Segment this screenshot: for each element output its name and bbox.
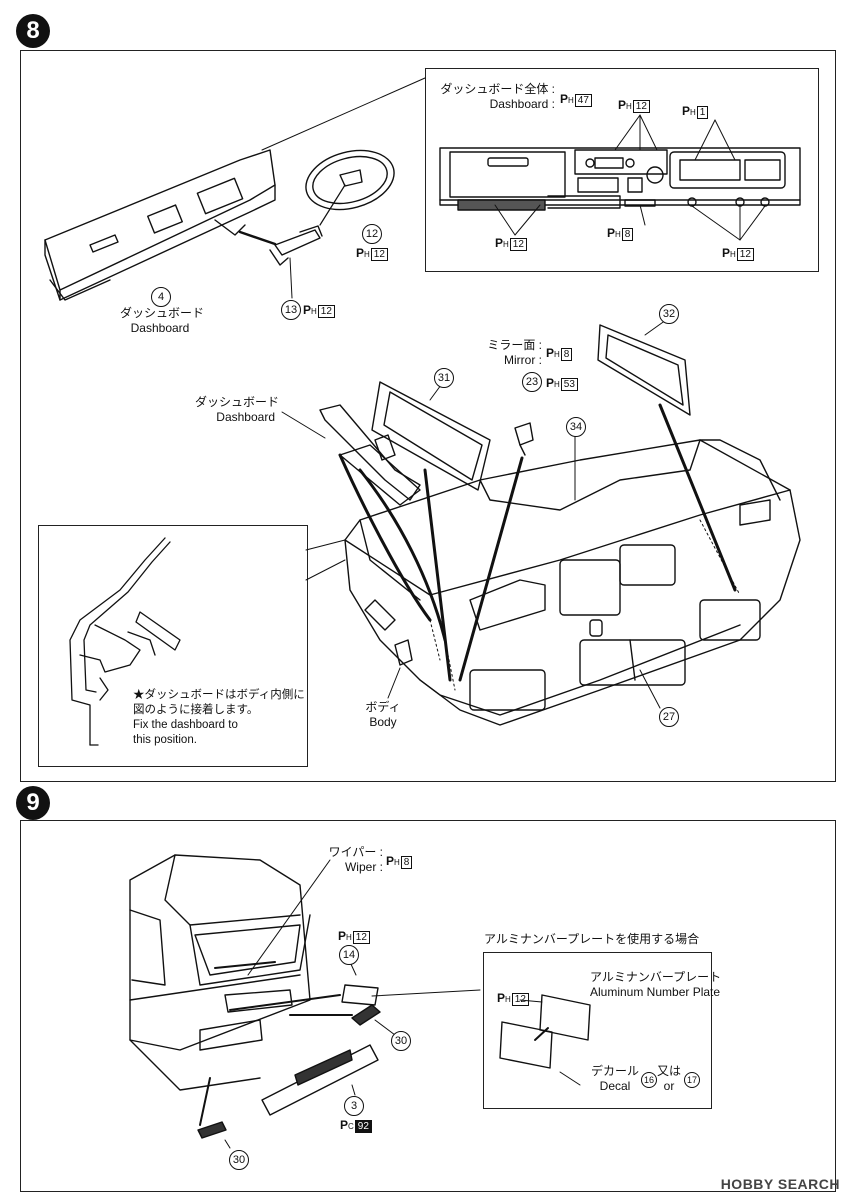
dashboard-part-label-jp: ダッシュボード	[120, 306, 205, 320]
dashboard-label-main: ダッシュボード Dashboard	[195, 395, 280, 425]
decal-label-jp: デカール	[590, 1064, 639, 1078]
dashboard-front-view-drawing	[439, 147, 801, 211]
dashboard-insert-drawing	[319, 404, 421, 506]
fit-note-line-2: 図のように接着します。	[133, 704, 259, 716]
decal-label: デカール Decal	[590, 1064, 640, 1094]
decal-number-17: 17	[684, 1072, 700, 1088]
decal-number-16: 16	[641, 1072, 657, 1088]
dashboard-fit-inset	[38, 525, 308, 767]
step-9-badge: 9	[16, 786, 50, 820]
van-rear-drawing	[129, 854, 311, 1091]
part-number-34: 34	[566, 417, 586, 437]
van-body-drawing	[344, 439, 801, 726]
rear-bumper-drawing	[261, 1044, 379, 1116]
dashboard-whole-label-jp: ダッシュボード全体 :	[440, 82, 555, 96]
wiper-label: ワイパー : Wiper :	[315, 845, 383, 875]
aluminum-plate-inset-title: アルミナンバープレートを使用する場合	[484, 932, 700, 946]
part-number-30-b: 30	[229, 1150, 249, 1170]
or-label: 又は or	[656, 1064, 682, 1094]
part-number-32: 32	[659, 304, 679, 324]
dashboard-part-label-en: Dashboard	[130, 321, 190, 335]
number-plate-inset	[483, 952, 712, 1109]
body-label-jp: ボディ	[365, 700, 401, 714]
inner-mirror-part-drawing	[514, 422, 534, 456]
step-8-badge: 8	[16, 14, 50, 48]
decal-label-en: Decal	[599, 1079, 631, 1093]
step-9-frame	[20, 820, 836, 1192]
dashboard-fit-note: ★ダッシュボードはボディ内側に 図のように接着します。 Fix the dash…	[133, 688, 305, 748]
dashboard-label-main-jp: ダッシュボード	[195, 395, 280, 409]
dashboard-detail-inset	[425, 68, 819, 272]
part-number-23: 23	[522, 372, 542, 392]
step-8-frame	[20, 50, 836, 782]
part-number-3: 3	[344, 1096, 364, 1116]
fit-note-line-4: this position.	[133, 734, 197, 746]
part-number-13: 13	[281, 300, 301, 320]
steering-wheel-drawing	[305, 149, 395, 226]
part-number-30-a: 30	[391, 1031, 411, 1051]
dashboard-whole-label-en: Dashboard :	[489, 97, 555, 111]
fit-note-line-3: Fix the dashboard to	[133, 719, 238, 731]
part-number-31: 31	[434, 368, 454, 388]
dashboard-fit-detail-drawing	[69, 537, 181, 746]
aluminum-plate-label: アルミナンバープレート Aluminum Number Plate	[590, 970, 721, 1000]
body-label: ボディ Body	[358, 700, 408, 730]
part-number-4: 4	[151, 287, 171, 307]
rear-window-part-drawing	[597, 324, 691, 416]
dashboard-part-drawing	[44, 149, 276, 301]
dashboard-whole-label: ダッシュボード全体 : Dashboard :	[440, 82, 555, 112]
dashboard-part-label: ダッシュボード Dashboard	[120, 306, 205, 336]
mirror-label-jp: ミラー面 :	[487, 338, 542, 352]
or-label-jp: 又は	[656, 1064, 681, 1078]
part-number-14: 14	[339, 945, 359, 965]
part-number-27: 27	[659, 707, 679, 727]
dashboard-label-main-en: Dashboard	[216, 410, 275, 424]
aluminum-plate-label-jp: アルミナンバープレート	[590, 970, 722, 984]
hobby-search-watermark: HOBBY SEARCH	[720, 1176, 840, 1192]
body-label-en: Body	[369, 715, 397, 729]
aluminum-plate-label-en: Aluminum Number Plate	[590, 985, 721, 999]
mirror-label: ミラー面 : Mirror :	[470, 338, 542, 368]
wiper-label-jp: ワイパー :	[328, 845, 383, 859]
plate-and-decal-drawing	[499, 994, 591, 1069]
mirror-label-en: Mirror :	[504, 353, 542, 367]
part-number-12: 12	[362, 224, 382, 244]
tail-lamp-part-drawing	[197, 1004, 381, 1139]
or-label-en: or	[663, 1079, 675, 1093]
number-plate-part-drawing	[341, 984, 379, 1006]
wiper-label-en: Wiper :	[344, 860, 383, 874]
steering-column-drawing	[269, 225, 323, 266]
fit-note-line-1: ★ダッシュボードはボディ内側に	[133, 689, 305, 701]
windshield-part-drawing	[371, 381, 491, 491]
